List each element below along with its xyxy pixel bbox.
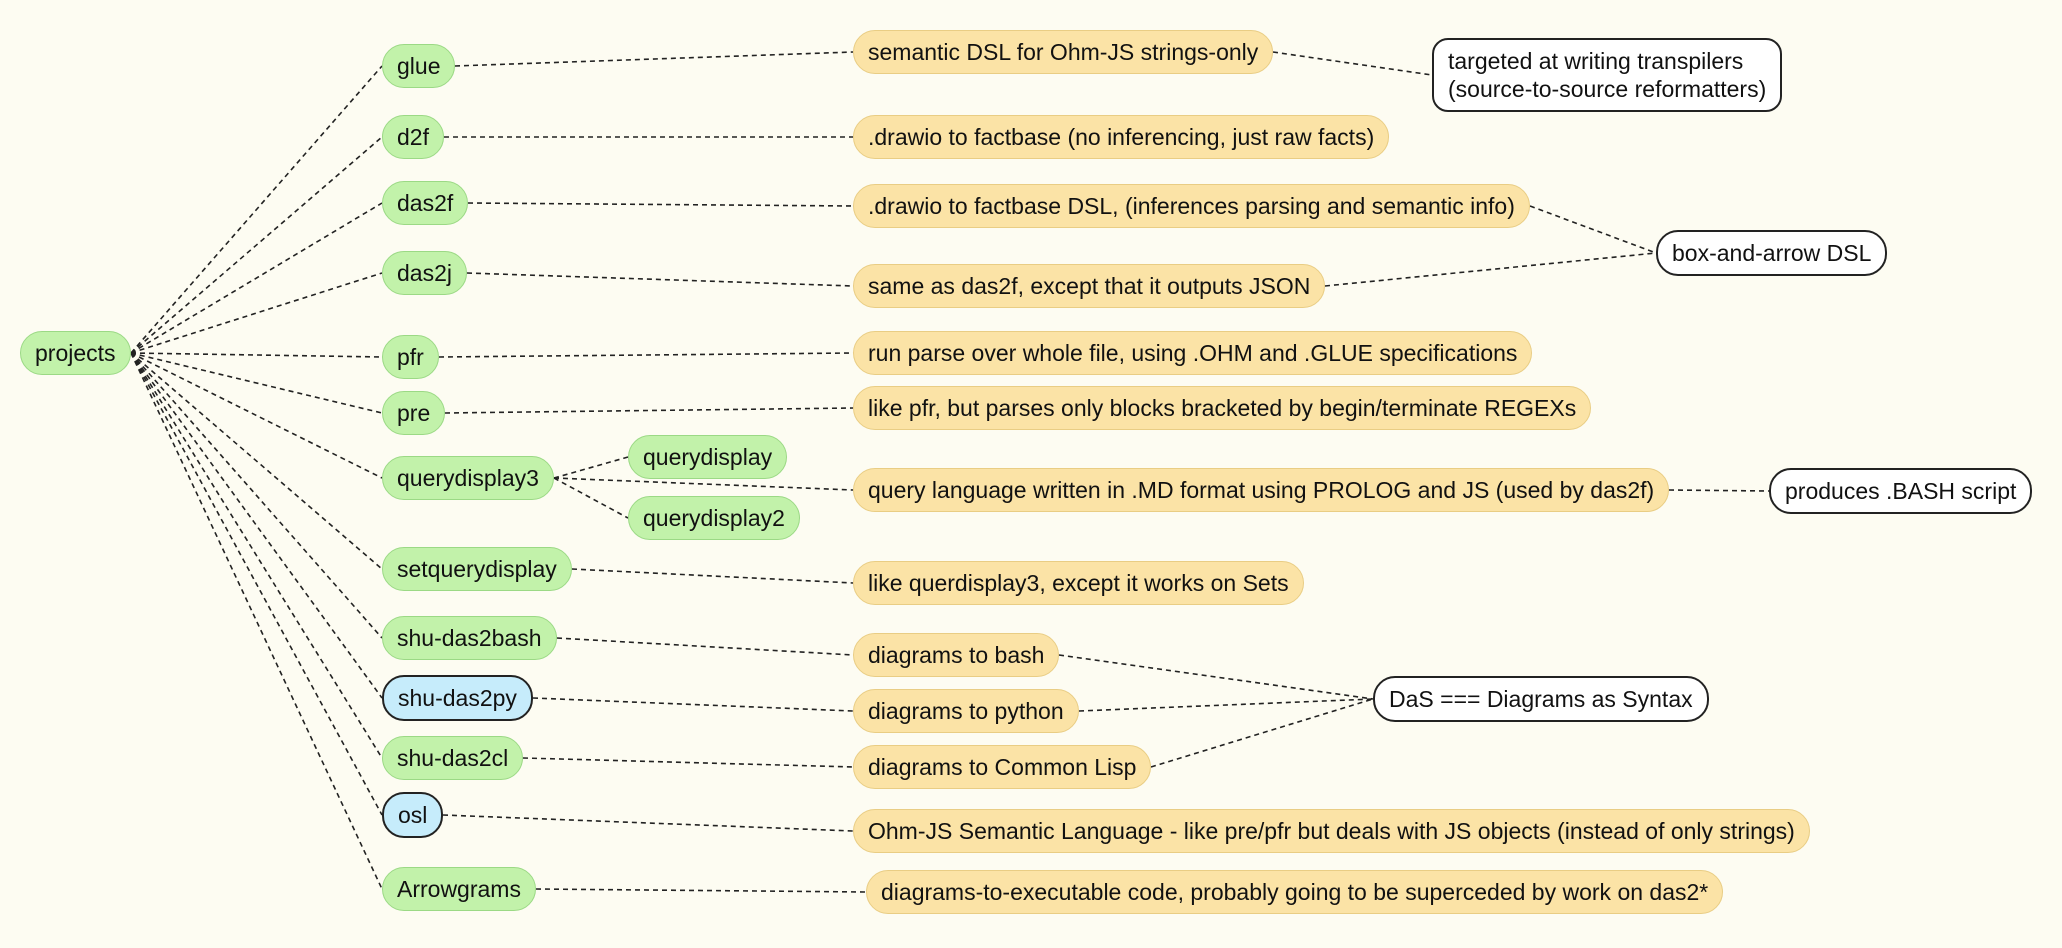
connector-projects-shu-das2bash [130, 352, 383, 639]
note-diagrams-as-syntax[interactable]: DaS === Diagrams as Syntax [1373, 676, 1709, 722]
connector-projects-d2f [130, 136, 383, 354]
node-shu-das2bash[interactable]: shu-das2bash [382, 616, 557, 660]
node-projects[interactable]: projects [20, 331, 131, 375]
connector-d-das2f-n-boxarrow [1529, 205, 1657, 254]
node-querydisplay3[interactable]: querydisplay3 [382, 456, 554, 500]
connector-glue-d-glue [454, 51, 854, 67]
connector-pfr-d-pfr [438, 352, 854, 358]
desc-shu-das2py[interactable]: diagrams to python [853, 689, 1079, 733]
node-shu-das2py[interactable]: shu-das2py [382, 675, 533, 721]
note-box-and-arrow-dsl[interactable]: box-and-arrow DSL [1656, 230, 1888, 276]
connector-querydisplay3-querydisplay [553, 456, 629, 479]
connector-shu-das2bash-d-bash [556, 637, 854, 656]
note-transpilers-line-1: targeted at writing transpilers [1448, 48, 1744, 74]
connector-projects-arrowgrams [130, 352, 383, 890]
desc-shu-das2cl[interactable]: diagrams to Common Lisp [853, 745, 1152, 789]
connector-das2f-d-das2f [467, 202, 854, 207]
node-pre[interactable]: pre [382, 391, 446, 435]
desc-pre[interactable]: like pfr, but parses only blocks bracket… [853, 386, 1592, 430]
desc-shu-das2bash[interactable]: diagrams to bash [853, 633, 1060, 677]
node-osl[interactable]: osl [382, 792, 444, 838]
desc-querydisplay3[interactable]: query language written in .MD format usi… [853, 468, 1670, 512]
connector-projects-osl [130, 352, 383, 816]
connector-projects-querydisplay3 [130, 352, 383, 479]
connector-projects-shu-das2cl [130, 352, 383, 759]
desc-osl[interactable]: Ohm-JS Semantic Language - like pre/pfr … [853, 809, 1810, 853]
node-shu-das2cl[interactable]: shu-das2cl [382, 736, 524, 780]
connector-projects-das2f [130, 202, 383, 354]
connector-projects-pfr [130, 352, 383, 358]
node-querydisplay2[interactable]: querydisplay2 [628, 496, 800, 540]
desc-glue[interactable]: semantic DSL for Ohm-JS strings-only [853, 30, 1274, 74]
connector-d-glue-n-transpilers [1272, 51, 1433, 76]
connector-das2j-d-das2j [466, 272, 854, 287]
connector-projects-glue [130, 65, 383, 354]
desc-das2f[interactable]: .drawio to factbase DSL, (inferences par… [853, 184, 1530, 228]
node-das2f[interactable]: das2f [382, 181, 469, 225]
node-querydisplay[interactable]: querydisplay [628, 435, 788, 479]
node-arrowgrams[interactable]: Arrowgrams [382, 867, 536, 911]
node-glue[interactable]: glue [382, 44, 456, 88]
connector-projects-pre [130, 352, 383, 414]
desc-das2j[interactable]: same as das2f, except that it outputs JS… [853, 264, 1326, 308]
desc-pfr[interactable]: run parse over whole file, using .OHM an… [853, 331, 1533, 375]
connector-querydisplay3-d-qd3 [553, 477, 854, 491]
node-setquerydisplay[interactable]: setquerydisplay [382, 547, 572, 591]
connector-d-das2j-n-boxarrow [1324, 252, 1657, 287]
connector-d-python-n-das [1078, 698, 1374, 712]
connector-arrowgrams-d-arrowgrams [535, 888, 867, 893]
node-das2j[interactable]: das2j [382, 251, 467, 295]
connector-querydisplay3-querydisplay2 [553, 477, 629, 519]
desc-setquerydisplay[interactable]: like querdisplay3, except it works on Se… [853, 561, 1304, 605]
connector-shu-das2py-d-python [532, 697, 854, 712]
connector-d-qd3-n-bash [1668, 489, 1770, 492]
connector-projects-das2j [130, 272, 383, 354]
connector-setquerydisplay-d-setqd [571, 568, 854, 584]
connector-projects-setquerydisplay [130, 352, 383, 570]
desc-d2f[interactable]: .drawio to factbase (no inferencing, jus… [853, 115, 1390, 159]
connector-osl-d-osl [442, 814, 854, 832]
node-d2f[interactable]: d2f [382, 115, 444, 159]
connector-shu-das2cl-d-cl [522, 757, 854, 768]
node-pfr[interactable]: pfr [382, 335, 439, 379]
connector-d-cl-n-das [1150, 698, 1374, 768]
note-transpilers[interactable]: targeted at writing transpilers (source-… [1432, 38, 1783, 112]
desc-arrowgrams[interactable]: diagrams-to-executable code, probably go… [866, 870, 1724, 914]
note-transpilers-line-2: (source-to-source reformatters) [1448, 76, 1767, 102]
note-produces-bash-script[interactable]: produces .BASH script [1769, 468, 2033, 514]
connector-pre-d-pre [444, 407, 854, 414]
connector-projects-shu-das2py [130, 352, 383, 699]
connector-d-bash-n-das [1058, 654, 1374, 700]
